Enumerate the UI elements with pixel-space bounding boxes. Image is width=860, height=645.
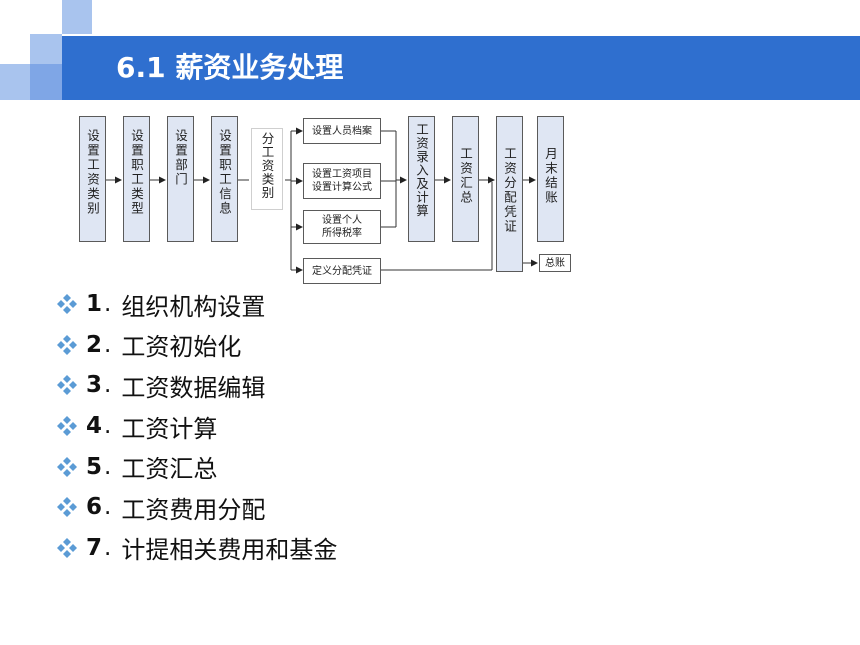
four-diamond-bullet-icon xyxy=(56,293,78,315)
flow-task-income-tax: 设置个人 所得税率 xyxy=(303,210,381,244)
flow-step-employee-type: 设置职工类型 xyxy=(123,116,150,242)
flow-task-personnel-file: 设置人员档案 xyxy=(303,118,381,144)
list-item: 4. 工资计算 xyxy=(56,406,337,447)
flow-step-employee-info: 设置职工信息 xyxy=(211,116,238,242)
flow-ledger: 总账 xyxy=(539,254,571,272)
flow-task-salary-items: 设置工资项目 设置计算公式 xyxy=(303,163,381,199)
flow-step-salary-category: 设置工资类别 xyxy=(79,116,106,242)
flow-step-department: 设置部门 xyxy=(167,116,194,242)
list-item: 3. 工资数据编辑 xyxy=(56,365,337,406)
four-diamond-bullet-icon xyxy=(56,537,78,559)
flow-branch-label: 分工资类别 xyxy=(251,128,283,210)
list-item: 1. 组织机构设置 xyxy=(56,284,337,325)
four-diamond-bullet-icon xyxy=(56,415,78,437)
four-diamond-bullet-icon xyxy=(56,374,78,396)
flow-step-voucher: 工资分配凭证 xyxy=(496,116,523,272)
list-item: 5. 工资汇总 xyxy=(56,446,337,487)
four-diamond-bullet-icon xyxy=(56,496,78,518)
header-decoration xyxy=(0,0,100,100)
four-diamond-bullet-icon xyxy=(56,456,78,478)
page-title: 6.1 薪资业务处理 xyxy=(116,51,344,84)
list-item: 7. 计提相关费用和基金 xyxy=(56,528,337,569)
four-diamond-bullet-icon xyxy=(56,334,78,356)
flow-task-voucher-definition: 定义分配凭证 xyxy=(303,258,381,284)
list-item: 6. 工资费用分配 xyxy=(56,487,337,528)
title-bar xyxy=(62,36,860,100)
topic-list: 1. 组织机构设置 2. 工资初始化 3. 工资数据编辑 4. 工资计算 5. … xyxy=(56,284,337,568)
list-item: 2. 工资初始化 xyxy=(56,325,337,366)
flow-step-month-end: 月末结账 xyxy=(537,116,564,242)
flow-step-entry-calc: 工资录入及计算 xyxy=(408,116,435,242)
flow-step-summary: 工资汇总 xyxy=(452,116,479,242)
